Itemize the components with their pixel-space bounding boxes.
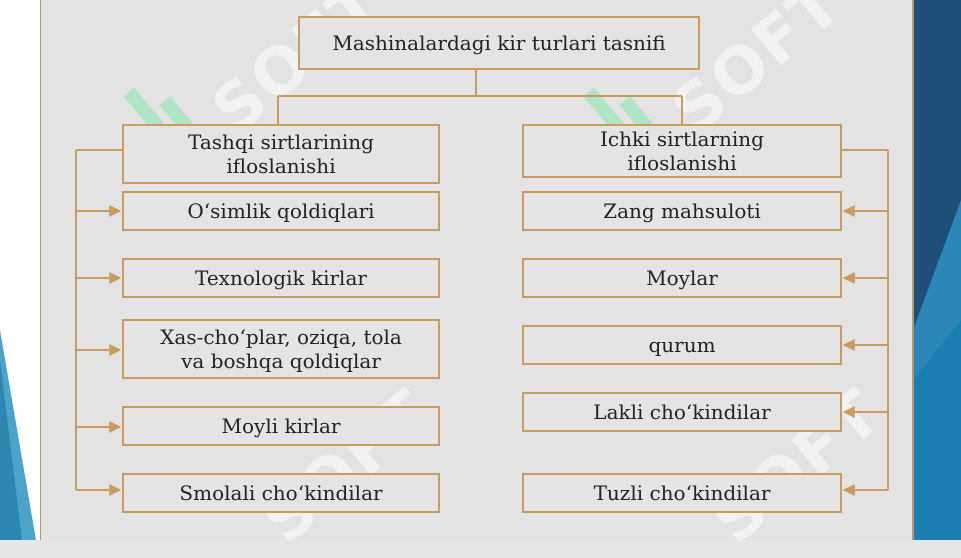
left-item-box: Smolali cho‘kindilar (122, 473, 440, 513)
right-decoration (913, 0, 961, 540)
right-item-box: Zang mahsuloti (522, 191, 842, 231)
right-header-line: ifloslanishi (627, 151, 737, 175)
right-item-box: Tuzli cho‘kindilar (522, 473, 842, 513)
left-item-box: Texnologik kirlar (122, 258, 440, 298)
right-item-text: Lakli cho‘kindilar (593, 400, 771, 424)
left-item-text: Xas-cho‘plar, oziqa, tola (160, 325, 402, 349)
left-header-line: Tashqi sirtlarining (188, 130, 374, 154)
left-item-text: Moyli kirlar (221, 414, 341, 438)
right-item-text: Zang mahsuloti (603, 199, 761, 223)
right-item-text: Moylar (646, 266, 718, 290)
connector-lines (75, 70, 889, 496)
title-text: Mashinalardagi kir turlari tasnifi (332, 31, 666, 55)
left-item-box: Moyli kirlar (122, 406, 440, 446)
left-header-line: ifloslanishi (226, 154, 336, 178)
right-header-box: Ichki sirtlarning ifloslanishi (522, 124, 842, 178)
right-item-box: Moylar (522, 258, 842, 298)
left-item-box: O‘simlik qoldiqlari (122, 191, 440, 231)
left-item-text: O‘simlik qoldiqlari (187, 199, 375, 223)
right-item-text: Tuzli cho‘kindilar (593, 481, 771, 505)
left-header-box: Tashqi sirtlarining ifloslanishi (122, 124, 440, 184)
left-item-box: Xas-cho‘plar, oziqa, tola va boshqa qold… (122, 319, 440, 379)
right-item-box: Lakli cho‘kindilar (522, 392, 842, 432)
left-item-text: Smolali cho‘kindilar (179, 481, 383, 505)
left-decoration (0, 0, 40, 540)
title-box: Mashinalardagi kir turlari tasnifi (298, 16, 700, 70)
right-item-text: qurum (648, 333, 716, 357)
right-header-line: Ichki sirtlarning (600, 127, 764, 151)
right-item-box: qurum (522, 325, 842, 365)
left-item-text: va boshqa qoldiqlar (181, 349, 381, 373)
left-item-text: Texnologik kirlar (195, 266, 367, 290)
